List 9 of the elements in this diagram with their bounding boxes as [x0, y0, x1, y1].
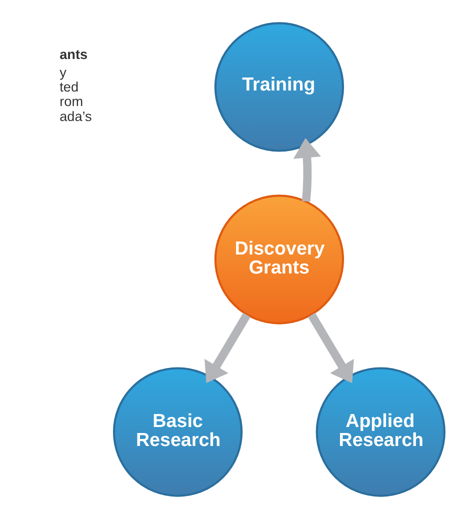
- label: ants: [60, 47, 88, 62]
- arrow: [293, 138, 321, 202]
- label: y ted rom ada’s: [60, 64, 92, 124]
- node-circle: Basic Research: [112, 367, 243, 497]
- arrow: [308, 312, 354, 384]
- node-circle: Training: [214, 22, 344, 152]
- node-circle: Discovery Grants: [214, 194, 344, 324]
- arrow: [204, 312, 250, 384]
- node-circle: Applied Research: [316, 367, 446, 497]
